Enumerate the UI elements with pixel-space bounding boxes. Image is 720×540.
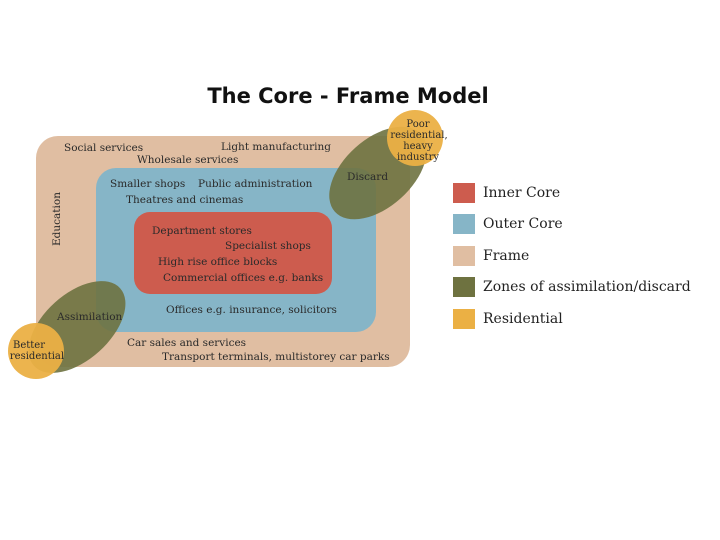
label-assimilation: Assimilation	[56, 311, 123, 323]
legend-swatch-zones	[453, 277, 475, 297]
label-department-stores: Department stores	[152, 225, 252, 237]
inner-core-zone	[134, 212, 332, 294]
label-offices: Offices e.g. insurance, solicitors	[166, 304, 337, 316]
label-transport: Transport terminals, multistorey car par…	[162, 351, 390, 363]
label-light-manufacturing: Light manufacturing	[221, 141, 331, 153]
legend-label-residential: Residential	[483, 311, 563, 327]
label-smaller-shops: Smaller shops	[110, 178, 185, 190]
legend-label-frame: Frame	[483, 248, 530, 264]
legend-item-residential: Residential	[453, 308, 563, 330]
label-public-administration: Public administration	[198, 178, 313, 190]
legend-label-inner-core: Inner Core	[483, 185, 561, 201]
legend-item-outer-core: Outer Core	[453, 213, 563, 235]
poor-residential-circle	[387, 110, 443, 166]
label-poor-line2: residential,	[390, 130, 447, 141]
legend-swatch-frame	[453, 246, 475, 266]
legend-label-outer-core: Outer Core	[483, 216, 563, 232]
label-specialist-shops: Specialist shops	[225, 240, 311, 252]
label-theatres: Theatres and cinemas	[126, 194, 243, 206]
legend-swatch-residential	[453, 309, 475, 329]
label-wholesale-services: Wholesale services	[137, 154, 238, 166]
legend-item-inner-core: Inner Core	[453, 182, 560, 204]
legend-swatch-inner-core	[453, 183, 475, 203]
legend-item-zones: Zones of assimilation/discard	[453, 276, 691, 298]
label-better-line1: Better	[13, 340, 45, 351]
legend-swatch-outer-core	[453, 214, 475, 234]
better-residential-circle	[8, 323, 64, 379]
label-education: Education	[51, 192, 63, 246]
label-commercial-offices: Commercial offices e.g. banks	[163, 272, 323, 284]
diagram-title: The Core - Frame Model	[207, 84, 489, 108]
label-social-services: Social services	[64, 142, 143, 154]
label-car-sales: Car sales and services	[127, 337, 246, 349]
legend-label-zones: Zones of assimilation/discard	[483, 279, 691, 295]
label-better-line2: residential	[10, 351, 64, 362]
label-poor-line1: Poor	[406, 119, 429, 130]
label-poor-line3: heavy	[403, 141, 433, 152]
label-high-rise: High rise office blocks	[158, 256, 277, 268]
legend-item-frame: Frame	[453, 245, 529, 267]
label-discard: Discard	[347, 171, 388, 183]
label-poor-line4: industry	[397, 152, 439, 163]
